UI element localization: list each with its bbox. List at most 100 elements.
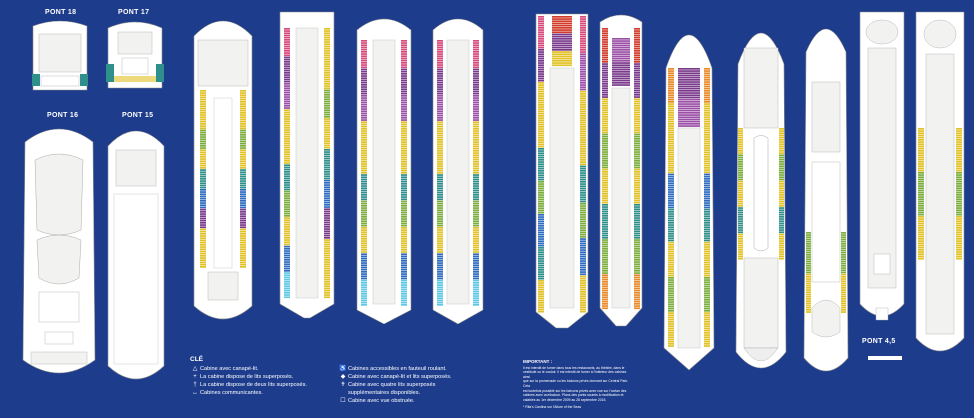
cabin: [473, 70, 479, 73]
cabin: [361, 44, 367, 47]
deck-plan-pont6[interactable]: [730, 8, 792, 380]
cabin: [473, 73, 479, 75]
cabin: [841, 273, 846, 276]
cabin: [841, 256, 846, 258]
deck-plan-pont7[interactable]: [656, 8, 722, 374]
cabin: [668, 68, 674, 70]
cabin: [361, 92, 367, 95]
cabin: [738, 154, 743, 157]
cabin: [668, 239, 674, 242]
cabin: [704, 76, 710, 79]
cabin: [401, 117, 407, 119]
cabin: [552, 44, 572, 47]
cabin: [704, 83, 710, 86]
cabin: [580, 141, 586, 144]
cabin: [956, 205, 962, 207]
cabin: [678, 101, 700, 103]
cabin: [538, 22, 544, 25]
cabin: [361, 213, 367, 216]
cabin: [473, 99, 479, 102]
cabin: [779, 165, 784, 168]
cabin: [284, 100, 290, 103]
deck-plan-pont17[interactable]: [104, 18, 166, 94]
cabin: [401, 295, 407, 297]
cabin: [538, 249, 544, 251]
cabin: [678, 118, 700, 121]
cabin: [918, 222, 924, 225]
cabin: [634, 206, 640, 208]
cabin: [918, 169, 924, 172]
cabin: [401, 249, 407, 251]
cabin: [200, 184, 206, 187]
cabin: [324, 259, 330, 261]
cabin: [602, 303, 608, 305]
cabin: [704, 98, 710, 101]
deck-plan-pont16[interactable]: [17, 120, 101, 390]
cabin: [200, 208, 206, 211]
deck-plan-pont14[interactable]: [186, 10, 260, 328]
cabin: [704, 107, 710, 110]
cabin: [284, 111, 290, 114]
deck-plan-pont18[interactable]: [29, 18, 91, 94]
cabin: [437, 180, 443, 183]
cabin: [704, 90, 710, 92]
cabin: [806, 291, 811, 294]
cabin: [634, 248, 640, 250]
cabin: [704, 257, 710, 259]
cabin: [284, 274, 290, 277]
cabin: [779, 158, 784, 161]
cabin: [704, 314, 710, 317]
cabin: [668, 321, 674, 323]
cabin: [200, 116, 206, 119]
deck-plan-pont10[interactable]: [427, 10, 489, 324]
cabin: [779, 207, 784, 209]
cabin: [918, 235, 924, 238]
deck-plan-pont15[interactable]: [100, 120, 172, 392]
cabin: [538, 18, 544, 20]
cabin: [401, 244, 407, 247]
cabin: [200, 171, 206, 174]
cabin: [738, 128, 743, 130]
cabin: [324, 285, 330, 288]
cabin: [284, 197, 290, 200]
deck-plan-pont12[interactable]: [276, 8, 338, 320]
deck-plan-pont11[interactable]: [351, 10, 417, 324]
cabin: [324, 28, 330, 30]
cabin: [200, 98, 206, 101]
deck-plan-pont3[interactable]: [912, 8, 968, 368]
deck-plan-pont9[interactable]: [532, 8, 592, 330]
cabin: [401, 99, 407, 102]
cabin: [668, 140, 674, 143]
deck-plan-pont4[interactable]: [856, 8, 908, 332]
cabin: [580, 101, 586, 104]
cabin: [704, 266, 710, 268]
cabin: [324, 124, 330, 127]
cabin: [324, 287, 330, 290]
deck-plan-pont5[interactable]: [798, 12, 854, 382]
deck-plan-pont8[interactable]: [596, 8, 646, 330]
cabin: [634, 171, 640, 173]
cabin: [324, 80, 330, 83]
cabin: [473, 249, 479, 251]
cabin: [668, 81, 674, 83]
cabin: [284, 116, 290, 118]
cabin: [779, 231, 784, 234]
cabin: [240, 171, 246, 174]
cabin: [806, 256, 811, 258]
cabin: [538, 238, 544, 240]
cabin: [779, 169, 784, 172]
cabin: [538, 86, 544, 89]
cabin: [779, 187, 784, 190]
cabin: [361, 176, 367, 179]
cabin: [918, 249, 924, 251]
cabin: [580, 106, 586, 108]
cabin: [918, 185, 924, 187]
cabin: [538, 271, 544, 273]
cabin: [956, 130, 962, 132]
cabin: [240, 178, 246, 180]
cabin: [918, 218, 924, 220]
cabin: [324, 54, 330, 57]
cabin: [324, 109, 330, 112]
cabin: [437, 246, 443, 249]
cabin: [324, 197, 330, 200]
